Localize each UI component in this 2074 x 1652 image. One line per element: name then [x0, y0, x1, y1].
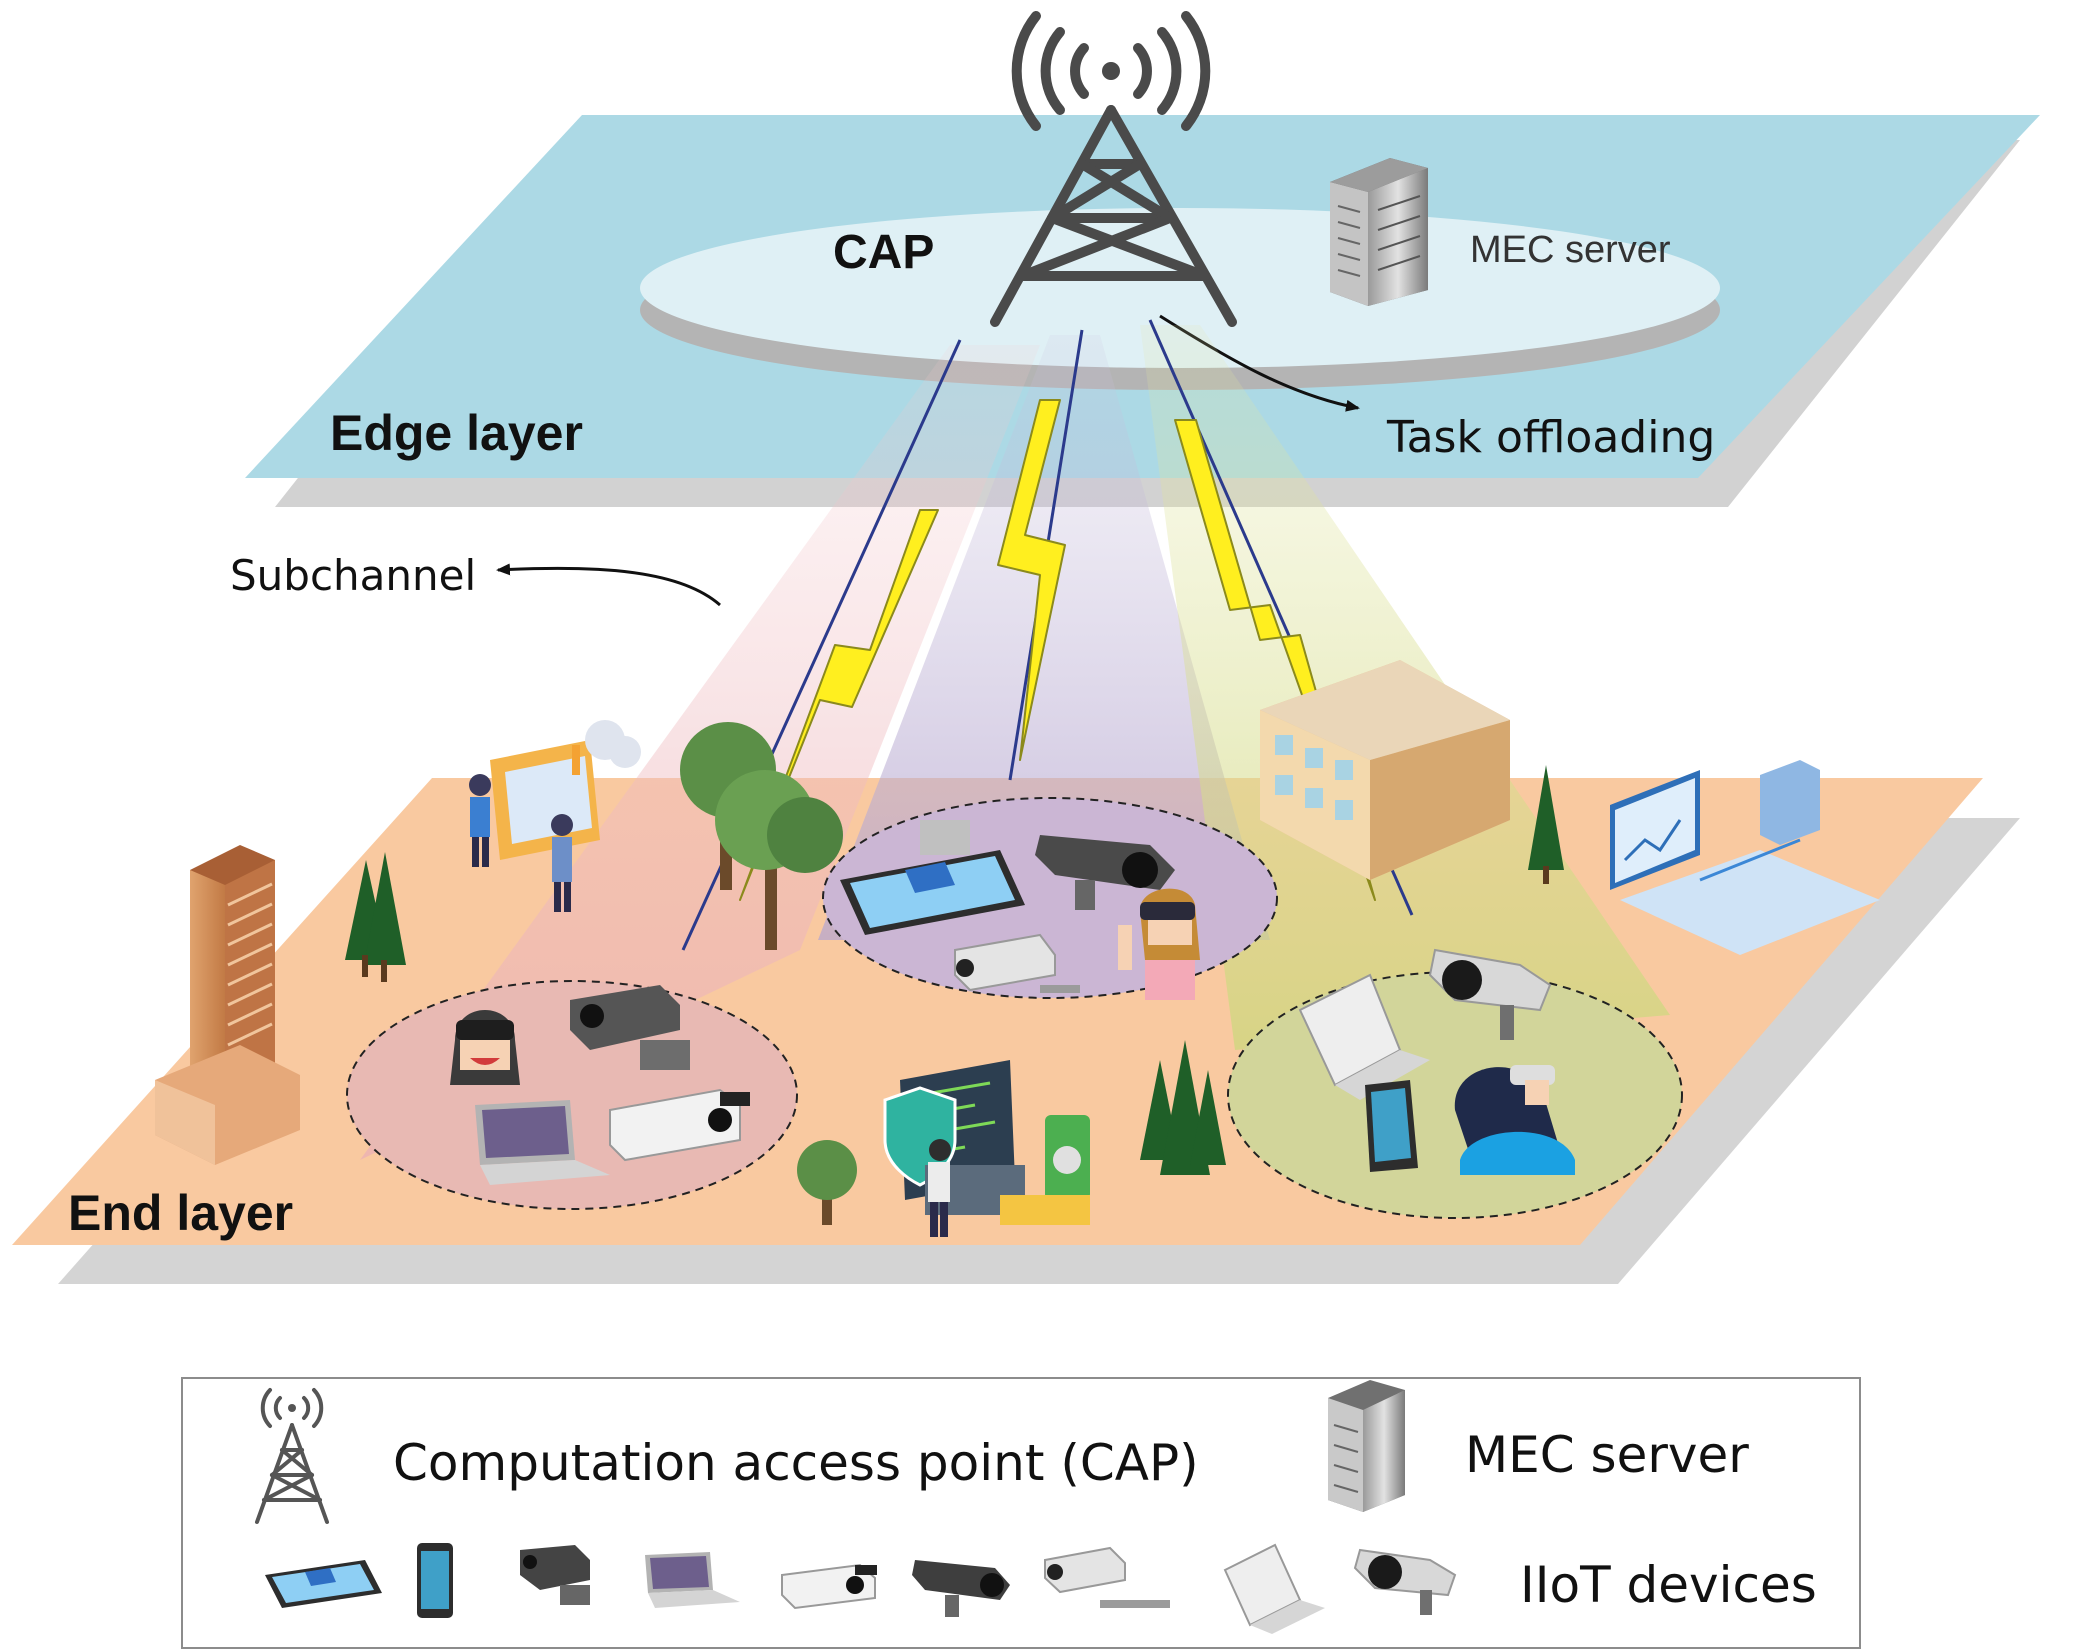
- legend-box-camera-icon: [781, 1563, 877, 1610]
- mec-server-icon: [1330, 158, 1428, 306]
- legend-cap-text: Computation access point (CAP): [393, 1434, 1199, 1492]
- cap-disc: [640, 208, 1720, 368]
- network-dashboard-icon: [1610, 760, 1880, 955]
- pine-tree-right-icon: [1528, 765, 1564, 884]
- deciduous-tree-icon: [680, 722, 843, 950]
- legend-spot-camera-icon: [1353, 1548, 1457, 1615]
- legend-server-icon: [1328, 1380, 1405, 1512]
- pine-trees-left-icon: [345, 852, 406, 982]
- vr-woman-icon: [1454, 1065, 1575, 1175]
- legend-wall-camera-icon: [1044, 1546, 1170, 1608]
- subchannel-arrow: [496, 563, 721, 607]
- laptop-silver-icon: [1298, 973, 1430, 1100]
- subchannel-label: Subchannel: [230, 551, 476, 600]
- office-tower-icon: [155, 845, 300, 1165]
- legend-devices-text: IIoT devices: [1520, 1556, 1817, 1614]
- spot-camera-icon: [1428, 948, 1552, 1040]
- bullet-camera-icon: [609, 1088, 750, 1162]
- cap-tower-icon: [990, 11, 1237, 327]
- vr-user-icon: [450, 1010, 520, 1085]
- legend-laptop-icon: [645, 1552, 740, 1608]
- legend-tablet-icon: [265, 1560, 382, 1608]
- legend-dome-camera-icon: [912, 1560, 1010, 1617]
- dome-camera-icon: [1035, 835, 1175, 910]
- vr-headset-user-icon: [1118, 888, 1200, 1000]
- legend-smartphone-icon: [417, 1543, 453, 1618]
- mec-server-label: MEC server: [1470, 229, 1671, 271]
- box-camera-icon: [570, 985, 690, 1070]
- laptop-icon: [475, 1100, 610, 1185]
- cap-label: CAP: [833, 226, 934, 279]
- legend-laptop-silver-icon: [1223, 1543, 1325, 1634]
- legend-bullet-camera-icon: [520, 1545, 590, 1605]
- isometric-building-icon: [1260, 660, 1510, 880]
- edge-layer: CAP MEC server Edge layer Task offloadin…: [245, 11, 2040, 507]
- end-layer: Subchannel: [12, 319, 2020, 1284]
- edge-layer-label: Edge layer: [330, 405, 583, 461]
- task-offloading-label: Task offloading: [1386, 412, 1715, 463]
- legend-server-text: MEC server: [1465, 1426, 1749, 1484]
- legend-box: [181, 1377, 1861, 1649]
- cloud-collaboration-icon: [469, 720, 641, 912]
- security-coding-icon: [883, 1060, 1090, 1237]
- tablet-icon: [840, 820, 1025, 935]
- legend-tower-icon: [255, 1388, 329, 1524]
- device-cluster-right: [1227, 971, 1683, 1219]
- small-tree-icon: [797, 1140, 857, 1225]
- wall-camera-icon: [954, 933, 1080, 993]
- pine-trees-middle-icon: [1140, 1040, 1226, 1175]
- smartphone-icon: [1365, 1080, 1418, 1172]
- end-layer-label: End layer: [68, 1185, 293, 1241]
- legend: Computation access point (CAP) MEC serve…: [181, 1377, 1861, 1649]
